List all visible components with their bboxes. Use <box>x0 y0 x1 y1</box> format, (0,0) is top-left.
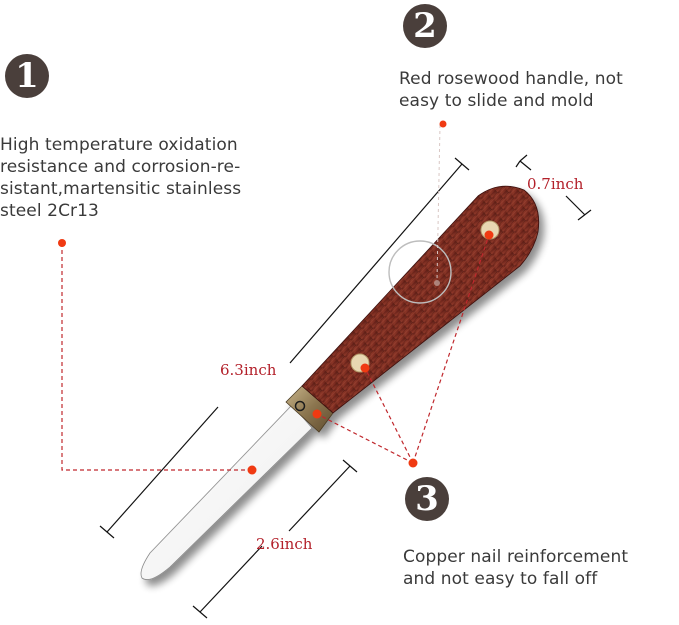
annotation-1-line-3: sistant,martensitic stainless <box>0 179 242 199</box>
dimension-line-total <box>99 157 470 539</box>
annotation-2-text: Red rosewood handle, not easy to slide a… <box>399 68 679 112</box>
dimension-label-blade: 2.6inch <box>256 535 313 553</box>
dimension-label-total: 6.3inch <box>220 361 277 379</box>
rosewood-handle <box>301 185 540 414</box>
dimension-label-width: 0.7inch <box>527 175 584 193</box>
oyster-knife <box>140 185 540 580</box>
annotation-1-line-2: resistance and corrosion-re- <box>0 157 241 177</box>
annotation-1-line-4: steel 2Cr13 <box>0 201 99 221</box>
annotation-2-line-2: easy to slide and mold <box>399 91 594 111</box>
annotation-3-text: Copper nail reinforcement and not easy t… <box>403 546 679 590</box>
dimension-line-blade <box>192 459 358 619</box>
annotation-3-line-2: and not easy to fall off <box>403 569 598 589</box>
dimension-line-width <box>515 154 592 221</box>
leader-line-1 <box>61 243 251 471</box>
badge-2: 2 <box>403 4 447 48</box>
badge-3: 3 <box>405 477 449 521</box>
badge-1: 1 <box>5 54 49 98</box>
leader-line-3 <box>316 234 490 464</box>
annotation-1-text: High temperature oxidation resistance an… <box>0 134 310 222</box>
detail-loupe <box>388 240 452 304</box>
annotation-2-line-1: Red rosewood handle, not <box>399 69 623 89</box>
blade <box>140 404 313 580</box>
annotation-3-line-1: Copper nail reinforcement <box>403 547 629 567</box>
annotation-1-line-1: High temperature oxidation <box>0 135 238 155</box>
